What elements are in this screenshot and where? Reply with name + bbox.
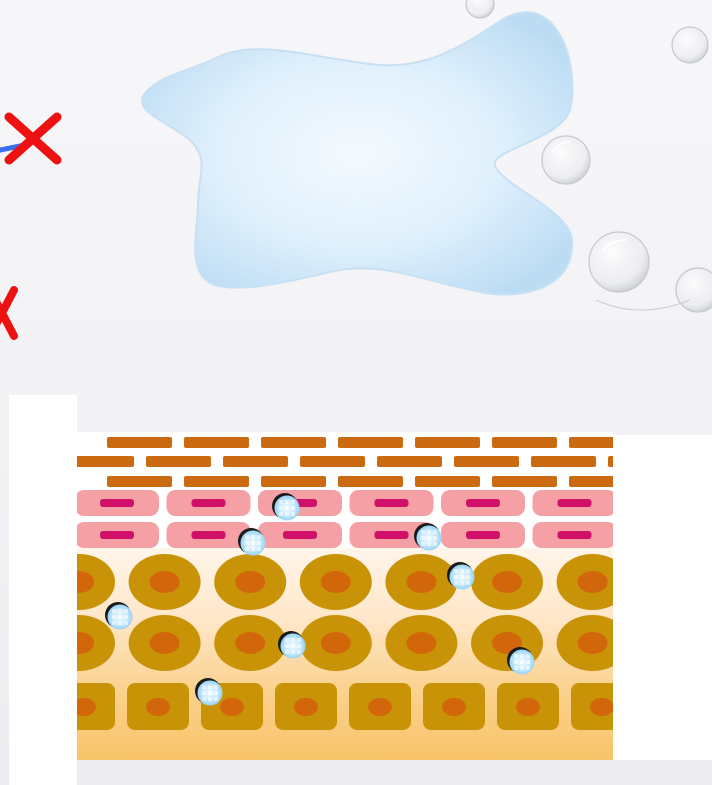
gold-nucleus [64, 571, 94, 593]
gold-nucleus [235, 571, 265, 593]
gold-nucleus [150, 632, 180, 654]
brick [646, 437, 711, 448]
gold-nucleus [578, 632, 608, 654]
brick [531, 456, 596, 467]
gold-nucleus [321, 571, 351, 593]
pink-nucleus [192, 531, 226, 539]
brick [146, 456, 211, 467]
gold-nucleus [663, 632, 693, 654]
brick [261, 437, 326, 448]
brick [454, 456, 519, 467]
brick [569, 476, 634, 487]
brick [492, 476, 557, 487]
pink-cell [624, 490, 708, 516]
gold-nucleus [150, 571, 180, 593]
pink-nucleus [558, 499, 592, 507]
gold-nucleus [64, 632, 94, 654]
pink-cell [624, 522, 708, 548]
brick [69, 456, 134, 467]
gold-nucleus [321, 632, 351, 654]
brick [608, 456, 673, 467]
pink-nucleus [192, 499, 226, 507]
brick [107, 437, 172, 448]
pink-nucleus [375, 499, 409, 507]
brick [223, 456, 288, 467]
pink-nucleus [466, 531, 500, 539]
basal-nucleus [220, 698, 244, 716]
gold-nucleus [663, 571, 693, 593]
pink-nucleus [649, 499, 683, 507]
brick [338, 476, 403, 487]
stratum-corneum-bricks [69, 437, 712, 487]
gold-cell [642, 554, 712, 610]
brick [184, 437, 249, 448]
basal-nucleus [368, 698, 392, 716]
brick [492, 437, 557, 448]
gold-nucleus [406, 632, 436, 654]
brick [338, 437, 403, 448]
basal-nucleus [72, 698, 96, 716]
gold-nucleus [578, 571, 608, 593]
brick [261, 476, 326, 487]
pink-nucleus [558, 531, 592, 539]
brick [569, 437, 634, 448]
gold-nucleus [406, 571, 436, 593]
brick [685, 456, 712, 467]
brick [646, 476, 711, 487]
basal-nucleus [516, 698, 540, 716]
pink-nucleus [100, 531, 134, 539]
basal-nucleus [146, 698, 170, 716]
brick [107, 476, 172, 487]
pink-nucleus [375, 531, 409, 539]
pink-nucleus [649, 531, 683, 539]
brick [415, 437, 480, 448]
brick [300, 456, 365, 467]
gold-nucleus [492, 571, 522, 593]
basal-nucleus [590, 698, 614, 716]
brick [184, 476, 249, 487]
gold-cell [642, 615, 712, 671]
pink-nucleus [283, 531, 317, 539]
basal-nucleus [442, 698, 466, 716]
brick [415, 476, 480, 487]
pink-nucleus [466, 499, 500, 507]
basal-nucleus [294, 698, 318, 716]
gold-nucleus [235, 632, 265, 654]
brick [377, 456, 442, 467]
pink-nucleus [100, 499, 134, 507]
